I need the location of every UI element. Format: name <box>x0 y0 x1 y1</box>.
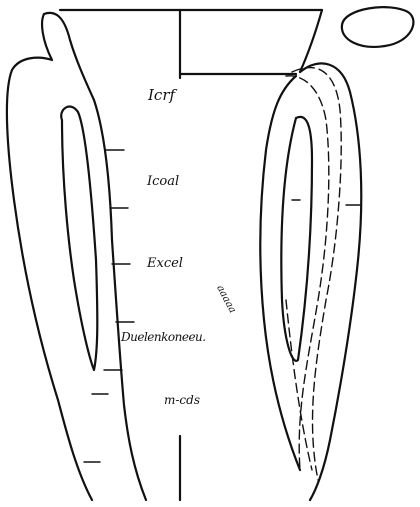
mark-label-2: Icoal <box>147 175 179 188</box>
right-lobe-outline <box>260 63 361 500</box>
mark-label-3: Excel <box>147 257 183 270</box>
mark-label-4: Duelenkoneeu. <box>121 331 206 343</box>
left-lobe-outline <box>7 13 146 500</box>
oval-shape <box>342 7 414 47</box>
left-inner-loop <box>61 107 97 370</box>
right-inner-loop <box>281 117 312 361</box>
mark-label-1: Icrf <box>148 88 175 103</box>
mark-label-5: m-cds <box>164 394 200 406</box>
